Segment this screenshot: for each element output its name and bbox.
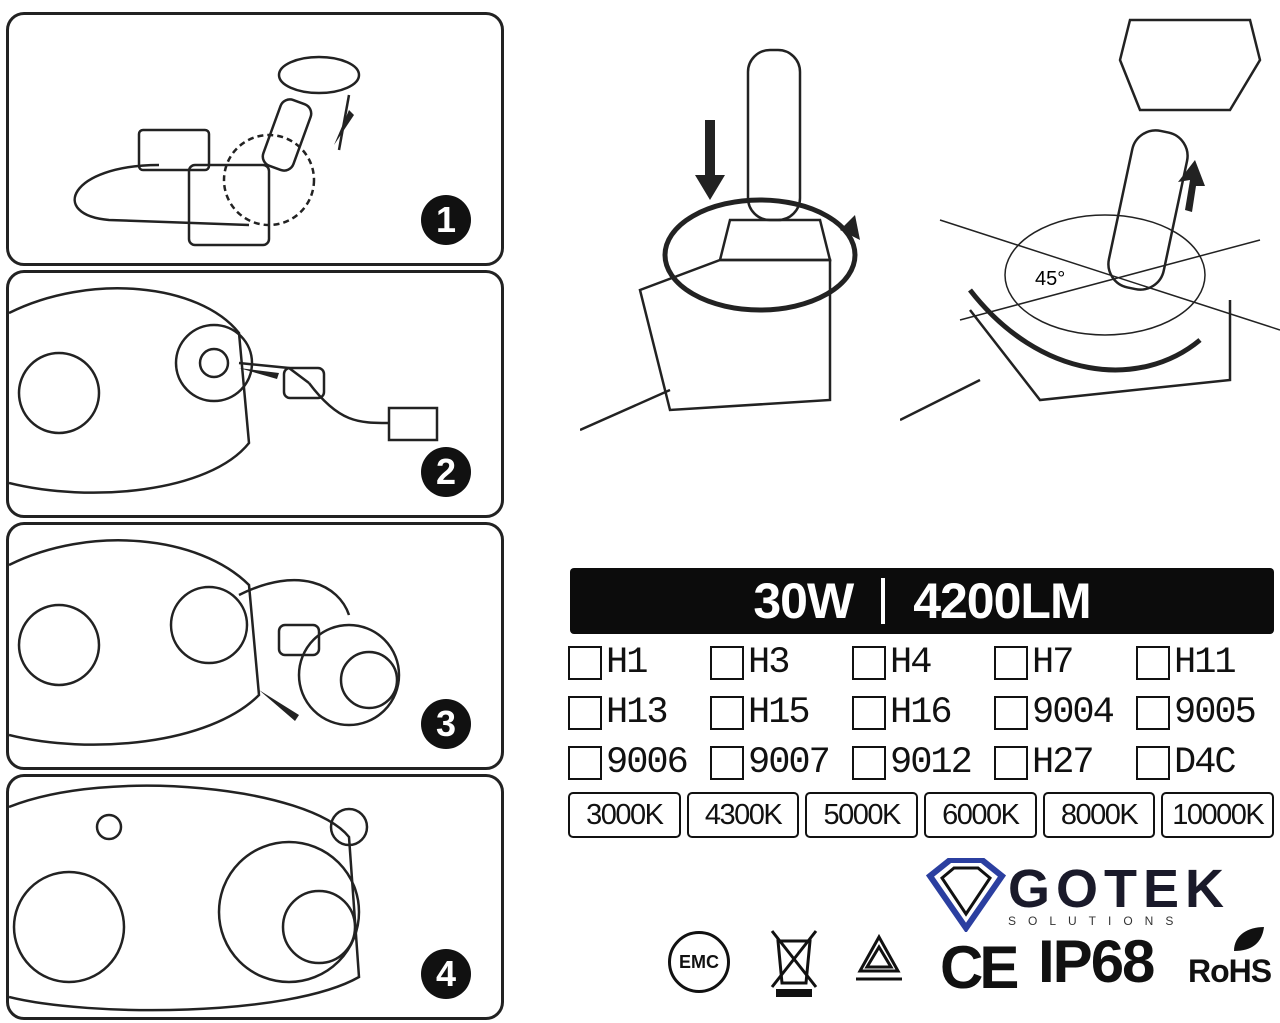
- step-3-illustration: [9, 539, 401, 746]
- socket-option: D4C: [1136, 740, 1278, 786]
- checkbox: [852, 696, 886, 730]
- socket-type-grid: H1 H3 H4 H7 H11 H13 H15 H16 9004 9005 90…: [568, 640, 1278, 786]
- arrow-icon: [1178, 160, 1205, 212]
- checkbox: [710, 746, 744, 780]
- color-temp-option: 4300K: [686, 792, 800, 838]
- checkbox: [568, 746, 602, 780]
- checkbox: [1136, 646, 1170, 680]
- brand-logo: GOTEK SOLUTIONS: [920, 858, 1224, 936]
- socket-option: H7: [994, 640, 1136, 686]
- checkbox: [852, 646, 886, 680]
- arrow-icon: [239, 368, 279, 379]
- step-badge: 2: [421, 447, 471, 497]
- rohs-leaf-icon: [1234, 927, 1264, 951]
- ce-mark: CE: [940, 934, 1019, 1001]
- checkbox: [568, 696, 602, 730]
- color-temp-option: 10000K: [1161, 792, 1275, 838]
- step-panel-4: 4: [6, 774, 504, 1020]
- socket-option: H4: [852, 640, 994, 686]
- socket-option: H27: [994, 740, 1136, 786]
- socket-option: 9007: [710, 740, 852, 786]
- step-panel-1: 1: [6, 12, 504, 266]
- arrow-icon: [259, 690, 299, 721]
- step-panel-3: 3: [6, 522, 504, 770]
- checkbox: [994, 696, 1028, 730]
- socket-option: 9012: [852, 740, 994, 786]
- socket-option: 9006: [568, 740, 710, 786]
- arrow-icon: [695, 120, 725, 200]
- step-4-illustration: [9, 784, 369, 1012]
- socket-option: H3: [710, 640, 852, 686]
- step-2-illustration: [9, 287, 439, 494]
- brand-tagline: SOLUTIONS: [1008, 914, 1186, 928]
- rohs-mark: RoHS: [1188, 953, 1272, 989]
- step-badge: 3: [421, 699, 471, 749]
- gem-icon: [925, 858, 1006, 932]
- certification-row: EMC CE IP68 RoHS: [668, 925, 1278, 1005]
- checkbox: [1136, 696, 1170, 730]
- checkbox: [568, 646, 602, 680]
- weee-bin-icon: [770, 930, 818, 997]
- step-1-illustration: [73, 55, 361, 247]
- socket-option: H1: [568, 640, 710, 686]
- rotate-arrow-icon: [840, 215, 860, 240]
- socket-option: 9005: [1136, 690, 1278, 736]
- arrow-icon: [334, 110, 354, 145]
- emc-mark: EMC: [668, 931, 730, 993]
- socket-option: H13: [568, 690, 710, 736]
- checkbox: [710, 646, 744, 680]
- checkbox: [1136, 746, 1170, 780]
- lumen-rating: 4200LM: [913, 573, 1091, 629]
- checkbox: [852, 746, 886, 780]
- ip68-mark: IP68: [1038, 928, 1155, 995]
- socket-option: H15: [710, 690, 852, 736]
- angle-label: 45°: [1035, 268, 1065, 290]
- spec-banner: 30W 4200LM: [570, 568, 1274, 634]
- step-badge: 1: [421, 195, 471, 245]
- color-temp-option: 8000K: [1042, 792, 1156, 838]
- color-temp-option: 5000K: [805, 792, 919, 838]
- recycle-icon: [856, 933, 902, 981]
- socket-option: H11: [1136, 640, 1278, 686]
- bulb-insert-diagram: [580, 48, 860, 432]
- color-temp-option: 3000K: [568, 792, 681, 838]
- socket-option: H16: [852, 690, 994, 736]
- checkbox: [994, 646, 1028, 680]
- checkbox: [994, 746, 1028, 780]
- color-temp-row: 3000K 4300K 5000K 6000K 8000K 10000K: [568, 792, 1275, 838]
- color-temp-option: 6000K: [924, 792, 1037, 838]
- socket-option: 9004: [994, 690, 1136, 736]
- spec-separator: [881, 578, 886, 624]
- brand-name: GOTEK: [1008, 859, 1231, 919]
- step-panel-2: 2: [6, 270, 504, 518]
- checkbox: [710, 696, 744, 730]
- bulb-lock-diagram: 45°: [900, 18, 1280, 422]
- step-badge: 4: [421, 949, 471, 999]
- power-rating: 30W: [753, 573, 854, 629]
